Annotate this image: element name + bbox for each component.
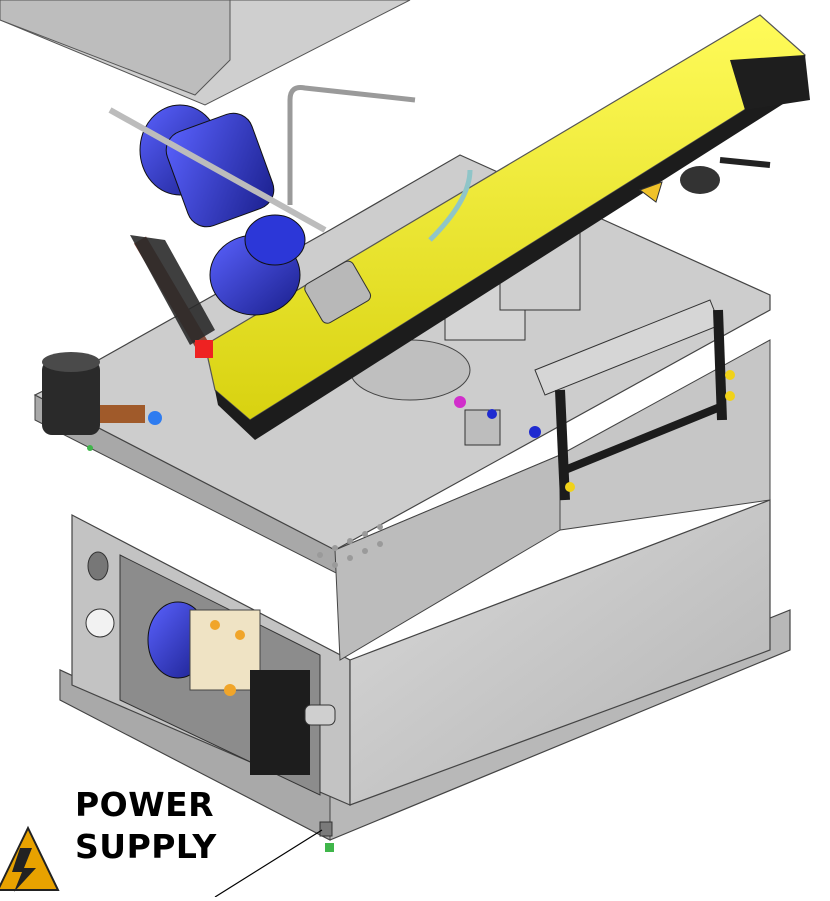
- saw-arm: [204, 14, 810, 440]
- high-voltage-warning-icon: [0, 825, 60, 892]
- power-supply-socket: [319, 821, 334, 852]
- roller-support: [534, 299, 735, 501]
- coolant-pump: [42, 352, 162, 451]
- callout-leader-line: [214, 829, 323, 898]
- power-label-line1: POWER: [75, 785, 215, 824]
- blade-brush: [130, 235, 215, 358]
- power-label-line2: SUPPLY: [75, 827, 217, 866]
- hydraulic-unit: [85, 551, 336, 796]
- coolant-hose: [108, 85, 416, 233]
- chip-tray: [0, 0, 411, 106]
